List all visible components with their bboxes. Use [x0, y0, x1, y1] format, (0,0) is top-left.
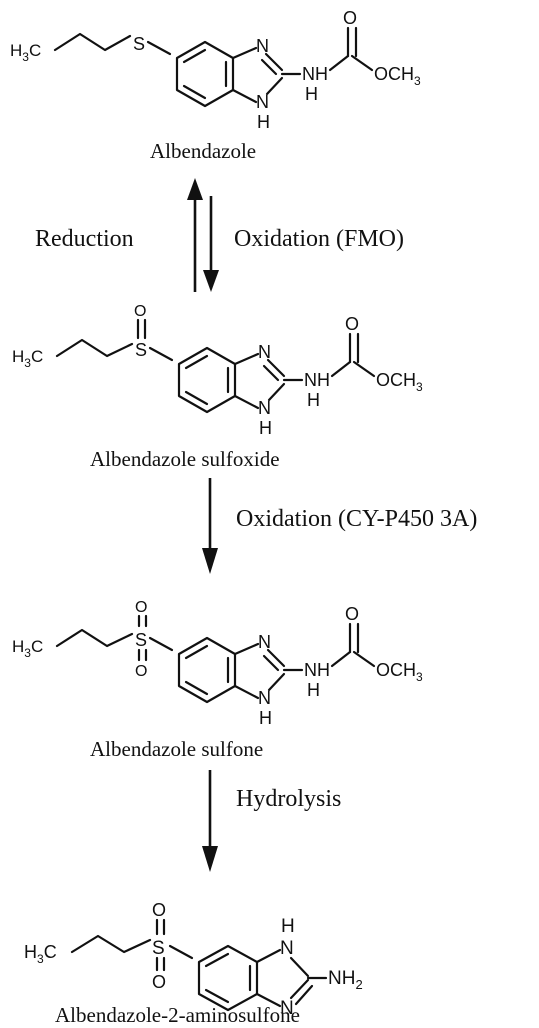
oxidation-cyp450-label: Oxidation (CY-P450 3A) [236, 506, 477, 532]
atom-n: N [258, 342, 271, 362]
hydrolysis-arrow [202, 770, 218, 872]
atom-o: O [134, 303, 146, 320]
cyp450-oxidation-arrow [202, 478, 218, 574]
atom-s: S [133, 34, 145, 54]
atom-o: O [345, 604, 359, 624]
atom-nh2: NH2 [328, 968, 363, 992]
atom-h: H [259, 418, 272, 438]
atom-h3c: H3C [12, 637, 43, 660]
atom-h3c: H3C [10, 41, 41, 64]
atom-h3c: H3C [12, 347, 43, 370]
reduction-arrowhead [187, 178, 203, 200]
atom-nh: NH [304, 370, 330, 390]
atom-s: S [135, 630, 147, 650]
atom-h: H [307, 390, 320, 410]
atom-n: N [258, 632, 271, 652]
atom-o: O [152, 900, 166, 920]
albendazole-sulfoxide-structure: H3C S O N N H NH H O OCH3 [12, 303, 423, 438]
equilibrium-arrows [187, 178, 219, 292]
atom-s: S [152, 938, 165, 959]
hydrolysis-arrowhead [202, 846, 218, 872]
propyl-chain [53, 32, 132, 52]
atom-h: H [307, 680, 320, 700]
bond-s-ring [146, 40, 172, 56]
cyp450-arrowhead [202, 548, 218, 574]
oxidation-fmo-label: Oxidation (FMO) [234, 226, 404, 252]
albendazole-sulfone-structure: H3C S O O N N H NH H O OCH3 [12, 599, 423, 728]
atom-h: H [257, 112, 270, 132]
atom-nh: NH [304, 660, 330, 680]
atom-o: O [343, 8, 357, 28]
atom-o: O [152, 972, 166, 992]
compound-name-albendazole: Albendazole [150, 139, 256, 163]
albendazole-structure: H3C S N N H NH H O OCH3 [10, 8, 421, 132]
compound-name-albendazole-sulfoxide: Albendazole sulfoxide [90, 447, 280, 471]
atom-o: O [345, 314, 359, 334]
atom-h: H [281, 916, 295, 937]
atom-n: N [280, 998, 294, 1019]
atom-n: N [258, 688, 271, 708]
atom-n: N [256, 36, 269, 56]
albendazole-2-aminosulfone-structure: H3C S O O H N N NH2 [24, 900, 363, 1019]
atom-o: O [135, 599, 147, 616]
atom-h: H [259, 708, 272, 728]
reduction-label: Reduction [35, 226, 134, 252]
benzene-ring [175, 40, 235, 108]
atom-s: S [135, 340, 147, 360]
hydrolysis-label: Hydrolysis [236, 786, 341, 812]
oxidation-arrowhead [203, 270, 219, 292]
atom-n: N [258, 398, 271, 418]
atom-n: N [256, 92, 269, 112]
compound-name-albendazole-sulfone: Albendazole sulfone [90, 737, 263, 761]
atom-o: O [135, 663, 147, 680]
atom-och3: OCH3 [376, 660, 423, 684]
atom-nh: NH [302, 64, 328, 84]
atom-n: N [280, 938, 294, 959]
atom-och3: OCH3 [376, 370, 423, 394]
atom-och3: OCH3 [374, 64, 421, 88]
compound-name-albendazole-2-aminosulfone: Albendazole-2-aminosulfone [55, 1003, 300, 1027]
atom-h3c: H3C [24, 942, 57, 966]
atom-h: H [305, 84, 318, 104]
